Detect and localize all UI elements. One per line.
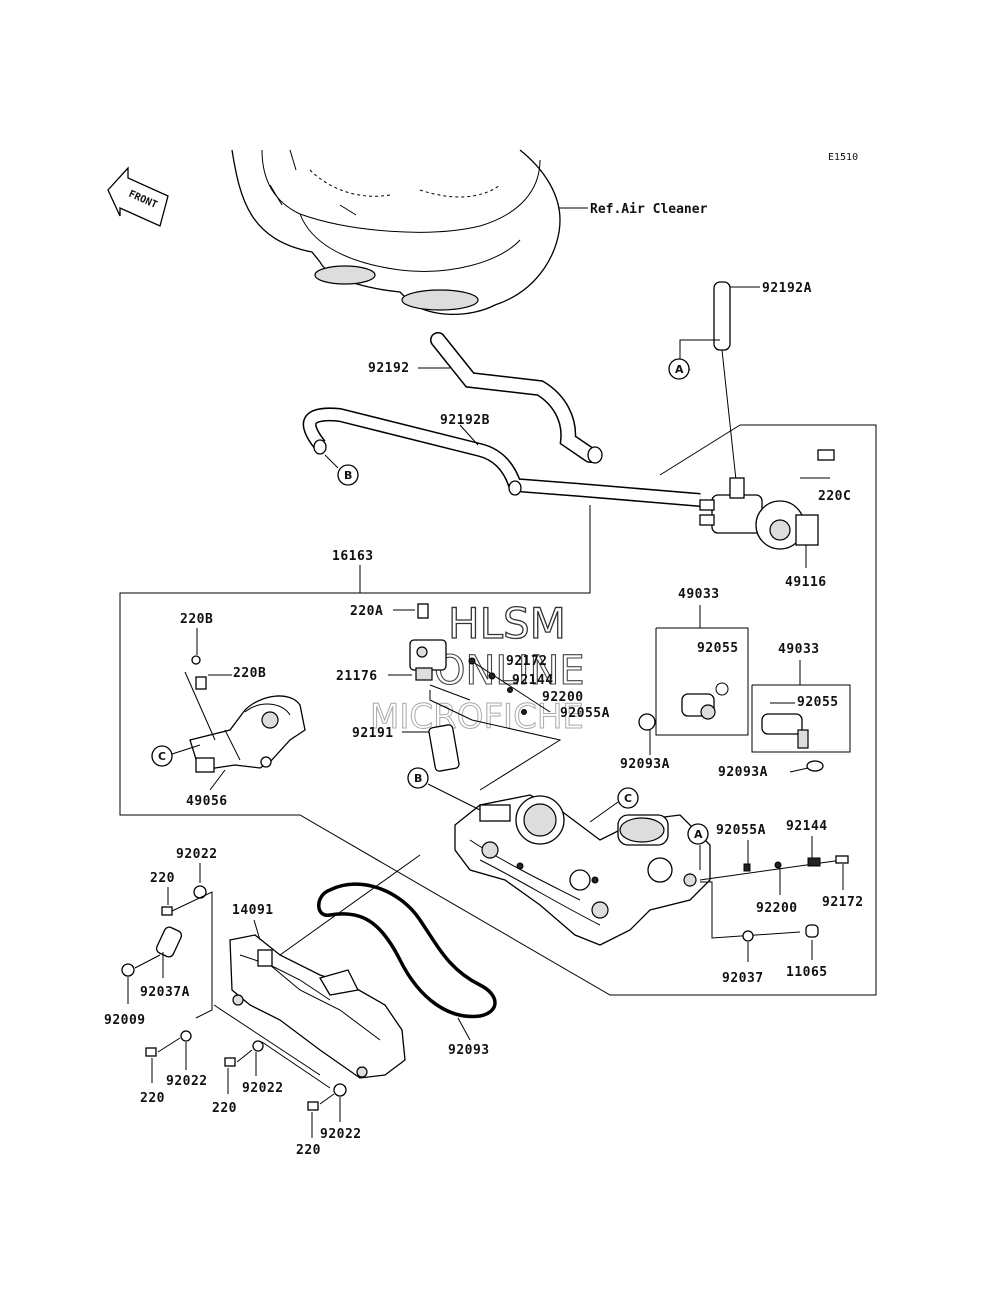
label-92200-a: 92200: [542, 690, 584, 705]
label-92192: 92192: [368, 361, 410, 376]
grommet-92037A: [155, 926, 183, 958]
callout-c-left: [151, 745, 173, 767]
svg-text:ONLINE: ONLINE: [434, 648, 585, 694]
label-49033-b: 49033: [778, 642, 820, 657]
label-92191: 92191: [352, 726, 394, 741]
diagram-code: E1510: [828, 152, 858, 163]
label-92144-a: 92144: [512, 673, 554, 688]
svg-text:B: B: [414, 772, 422, 785]
label-92037A: 92037A: [140, 985, 190, 1000]
label-92093A-b: 92093A: [718, 765, 768, 780]
hose-92192A: [713, 281, 737, 481]
label-92200-b: 92200: [756, 901, 798, 916]
label-92055A-a: 92055A: [560, 706, 610, 721]
label-11065: 11065: [786, 965, 828, 980]
svg-text:C: C: [624, 792, 632, 805]
label-220-c: 220: [212, 1101, 237, 1116]
callout-a-top: [668, 358, 690, 380]
bracket-49056: [189, 695, 306, 773]
label-92022-a: 92022: [176, 847, 218, 862]
label-220A: 220A: [350, 604, 383, 619]
label-220C: 220C: [818, 489, 851, 504]
ref-air-cleaner-label: Ref.Air Cleaner: [590, 202, 708, 217]
label-49116: 49116: [785, 575, 827, 590]
valve-49116: [699, 449, 835, 550]
callout-c-mid: [617, 787, 639, 809]
bolt-220C: [817, 449, 835, 461]
label-92009: 92009: [104, 1013, 146, 1028]
label-92192A: 92192A: [762, 281, 812, 296]
label-92055-a: 92055: [697, 641, 739, 656]
injector-left: [681, 693, 716, 720]
label-14091: 14091: [232, 903, 274, 918]
label-92093A-a: 92093A: [620, 757, 670, 772]
label-92172-b: 92172: [822, 895, 864, 910]
label-92055A-b: 92055A: [716, 823, 766, 838]
label-92093: 92093: [448, 1043, 490, 1058]
svg-text:B: B: [344, 469, 352, 482]
injector-right: [761, 713, 809, 749]
label-16163: 16163: [332, 549, 374, 564]
hose-92192: [430, 332, 603, 464]
throttle-body: [454, 794, 711, 946]
label-92022-c: 92022: [242, 1081, 284, 1096]
label-92144-b: 92144: [786, 819, 828, 834]
label-92055-b: 92055: [797, 695, 839, 710]
label-21176: 21176: [336, 669, 378, 684]
svg-text:C: C: [158, 750, 166, 763]
svg-text:A: A: [675, 363, 684, 376]
label-220-a: 220: [150, 871, 175, 886]
svg-text:MICROFICHE: MICROFICHE: [370, 697, 584, 737]
label-220B-2: 220B: [233, 666, 266, 681]
cover-14091: [229, 934, 406, 1079]
watermark: HLSM ONLINE MICROFICHE: [370, 598, 586, 737]
svg-text:A: A: [694, 828, 703, 841]
label-92172-a: 92172: [506, 654, 548, 669]
label-49056: 49056: [186, 794, 228, 809]
label-92037: 92037: [722, 971, 764, 986]
label-220-b: 220: [140, 1091, 165, 1106]
front-arrow-icon: FRONT: [107, 166, 169, 227]
label-220-d: 220: [296, 1143, 321, 1158]
label-92022-d: 92022: [320, 1127, 362, 1142]
label-92022-b: 92022: [166, 1074, 208, 1089]
svg-text:HLSM: HLSM: [448, 599, 566, 648]
air-cleaner-housing: [231, 149, 561, 316]
label-49033-a: 49033: [678, 587, 720, 602]
callout-a-mid: [687, 823, 709, 845]
label-220B-1: 220B: [180, 612, 213, 627]
bolt-220A: [417, 603, 429, 619]
hose-92191: [428, 724, 460, 772]
callout-b-mid: [407, 767, 429, 789]
sensor-21176: [409, 639, 447, 681]
label-92192B: 92192B: [440, 413, 490, 428]
gasket-92093: [317, 882, 497, 1019]
callout-b-top: [337, 464, 359, 486]
hose-92192B: [302, 407, 701, 507]
